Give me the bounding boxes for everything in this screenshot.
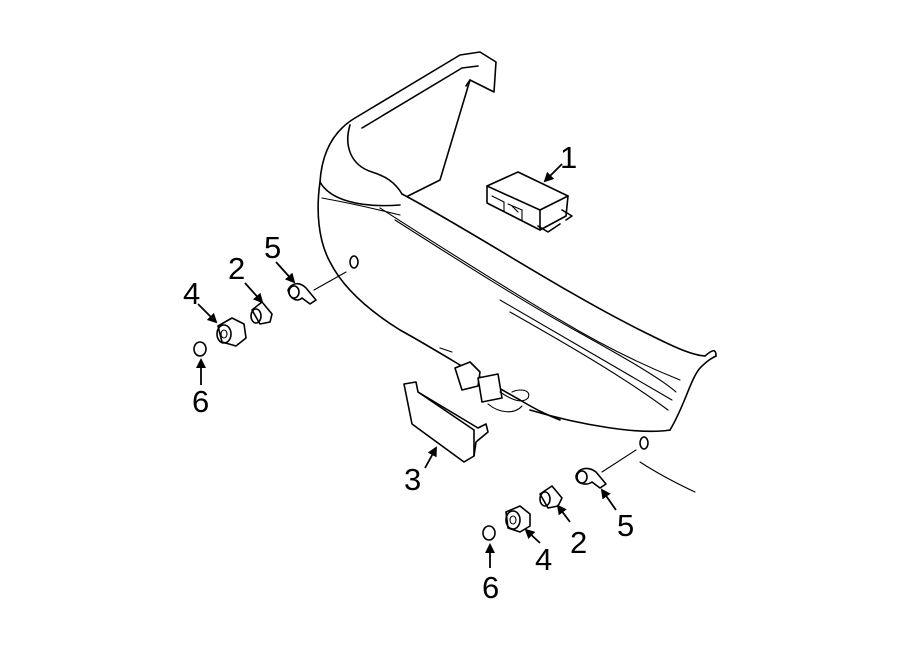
left-sensor-parts xyxy=(193,271,347,357)
leader-arrows xyxy=(196,163,617,568)
callout-4-left: 4 xyxy=(183,276,200,311)
callout-6-right: 6 xyxy=(482,570,499,605)
callout-2-right: 2 xyxy=(570,525,587,560)
callout-3: 3 xyxy=(404,462,421,497)
callout-1: 1 xyxy=(560,140,577,175)
bumper-cover xyxy=(317,51,717,493)
right-sensor-parts xyxy=(482,449,637,541)
callout-2-left: 2 xyxy=(228,251,245,286)
license-bracket xyxy=(403,381,489,463)
callout-6-left: 6 xyxy=(192,384,209,419)
control-module xyxy=(486,171,573,233)
callout-4-right: 4 xyxy=(535,542,552,577)
callout-5-left: 5 xyxy=(264,230,281,265)
callout-5-right: 5 xyxy=(617,508,634,543)
